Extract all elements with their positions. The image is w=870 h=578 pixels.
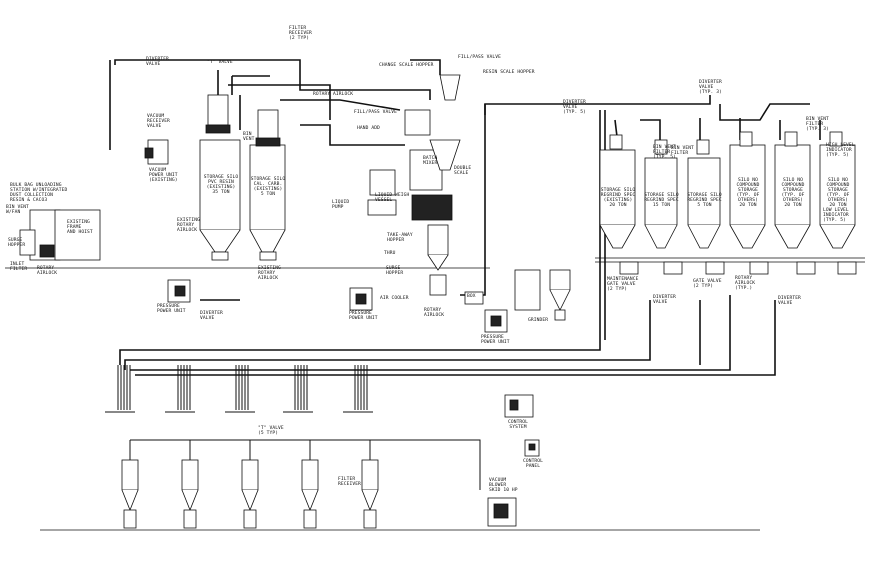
label-surge-hopper-mid: SURGE HOPPER bbox=[386, 266, 404, 276]
label-inlet-filter: INLET FILTER bbox=[10, 262, 28, 272]
mixer-area bbox=[367, 74, 484, 305]
label-surge-hopper: SURGE HOPPER bbox=[8, 238, 26, 248]
silo-cal-carb bbox=[249, 109, 286, 261]
bulk-bag-station bbox=[19, 209, 101, 261]
grinder-unit bbox=[514, 269, 571, 321]
label-bin-vent: BIN VENT bbox=[243, 132, 255, 142]
vacuum-power-unit bbox=[144, 139, 169, 165]
label-pressure-unit-a: PRESSURE POWER UNIT bbox=[157, 304, 186, 314]
label-fill-pass-valve-mid: FILL/PASS VALVE bbox=[354, 110, 397, 115]
label-rotary-airlock-mid: ROTARY AIRLOCK bbox=[424, 308, 445, 318]
label-t-valve-top: "T" VALVE bbox=[207, 60, 233, 65]
label-vacuum-blower: VACUUM BLOWER SKID 10 HP bbox=[489, 478, 518, 493]
label-t-valve-bottom: "T" VALVE (5 TYP) bbox=[258, 426, 284, 436]
label-silo-c: STORAGE SILO REGRIND SPEC 5 TON bbox=[687, 193, 722, 208]
label-bin-vent-fan: BIN VENT W/FAN bbox=[6, 205, 29, 215]
label-box: BOX bbox=[467, 294, 476, 299]
label-thru: THRU bbox=[384, 251, 396, 256]
label-diverter-valve-a: DIVERTER VALVE bbox=[200, 311, 223, 321]
filter-receivers bbox=[121, 459, 379, 529]
label-rotary-airlock-typ: ROTARY AIRLOCK (TYP.) bbox=[735, 276, 756, 291]
label-change-scale-hopper: CHANGE SCALE HOPPER bbox=[379, 63, 434, 68]
control-system bbox=[504, 394, 534, 418]
label-silo-e: SILO NO COMPOUND STORAGE (TYP. OF OTHERS… bbox=[781, 178, 805, 208]
label-take-away-hopper: TAKE-AWAY HOPPER bbox=[387, 233, 413, 243]
label-existing-airlock-b: EXISTING ROTARY AIRLOCK bbox=[258, 266, 281, 281]
label-diverter-valve-c: DIVERTER VALVE bbox=[778, 296, 801, 306]
label-filter-receiver-bottom: FILTER RECEIVER bbox=[338, 477, 361, 487]
label-vacuum-receiver: VACUUM RECEIVER VALVE bbox=[147, 114, 170, 129]
right-silos bbox=[599, 131, 857, 275]
label-fill-pass-valve-top: FILL/PASS VALVE bbox=[458, 55, 501, 60]
label-vacuum-power-unit: VACUUM POWER UNIT (EXISTING) bbox=[149, 168, 178, 183]
vacuum-blower-skid bbox=[487, 497, 517, 527]
label-diverter-valve-typ5: DIVERTER VALVE (TYP. 5) bbox=[563, 100, 586, 115]
label-bin-vent-filter-typ5: BIN VENT FILTER (TYP. 5) bbox=[653, 145, 676, 160]
pressure-power-unit-b bbox=[349, 287, 373, 311]
label-bin-vent-filter-typ3: BIN VENT FILTER (TYP. 3) bbox=[806, 117, 829, 132]
label-air-cooler: AIR COOLER bbox=[380, 296, 409, 301]
label-control-panel: CONTROL PANEL bbox=[522, 459, 544, 469]
label-grinder: GRINDER bbox=[528, 318, 549, 323]
label-pressure-unit-c: PRESSURE POWER UNIT bbox=[481, 335, 510, 345]
control-panel bbox=[524, 439, 540, 457]
label-silo-pvc: STORAGE SILO PVC RESIN (EXISTING) 35 TON bbox=[203, 175, 239, 195]
label-gate-valve-typ: GATE VALVE (2 TYP) bbox=[693, 279, 722, 289]
label-high-level: HIGH LEVEL INDICATOR (TYP. 5) bbox=[826, 143, 855, 158]
label-existing-frame: EXISTING FRAME AND HOIST bbox=[67, 220, 93, 235]
conveying-lines bbox=[109, 59, 821, 376]
label-silo-cal: STORAGE SILO CAL. CARB. (EXISTING) 5 TON bbox=[250, 177, 286, 197]
label-silo-a: STORAGE SILO REGRIND SPEC (EXISTING) 20 … bbox=[600, 188, 636, 208]
label-diverter-valve-top: DIVERTER VALVE bbox=[146, 57, 169, 67]
label-batch-mixer: BATCH MIXER bbox=[423, 156, 438, 166]
label-silo-b: STORAGE SILO REGRIND SPEC 15 TON bbox=[644, 193, 679, 208]
label-bin-vent-filter: BIN VENT FILTER bbox=[671, 146, 694, 156]
floor-lines bbox=[5, 257, 865, 531]
label-existing-airlock-a: EXISTING ROTARY AIRLOCK bbox=[177, 218, 200, 233]
label-pressure-unit-b: PRESSURE POWER UNIT bbox=[349, 311, 378, 321]
label-liquid-pump: LIQUID PUMP bbox=[332, 200, 350, 210]
label-control-system: CONTROL SYSTEM bbox=[507, 420, 529, 430]
label-liquid-weigh: LIQUID WEIGH VESSEL bbox=[375, 193, 410, 203]
label-bulk-bag: BULK BAG UNLOADING STATION W/INTEGRATED … bbox=[10, 183, 68, 203]
label-hand-add: HAND ADD bbox=[357, 126, 380, 131]
label-resin-scale-hopper: RESIN SCALE HOPPER bbox=[483, 70, 535, 75]
label-diverter-valve-b: DIVERTER VALVE bbox=[653, 295, 676, 305]
label-low-level: LOW LEVEL INDICATOR (TYP. 5) bbox=[823, 208, 849, 223]
label-rotary-airlock-top: ROTARY AIRLOCK bbox=[313, 92, 354, 97]
label-silo-f: SILO NO COMPOUND STORAGE (TYP. OF OTHERS… bbox=[826, 178, 850, 208]
label-filter-receiver-top: FILTER RECEIVER (2 TYP) bbox=[289, 26, 312, 41]
distribution-bundles bbox=[105, 365, 481, 490]
label-silo-d: SILO NO COMPOUND STORAGE (TYP. OF OTHERS… bbox=[736, 178, 760, 208]
label-double-scale: DOUBLE SCALE bbox=[454, 166, 472, 176]
silo-pvc-resin bbox=[199, 94, 241, 261]
label-diverter-valve-typ3: DIVERTER VALVE (TYP. 3) bbox=[699, 80, 722, 95]
pressure-power-unit-c bbox=[484, 309, 508, 333]
pressure-power-unit-a bbox=[167, 279, 191, 303]
label-maintenance-gate: MAINTENANCE GATE VALVE (2 TYP) bbox=[607, 277, 639, 292]
label-rotary-airlock-left: ROTARY AIRLOCK bbox=[37, 266, 58, 276]
